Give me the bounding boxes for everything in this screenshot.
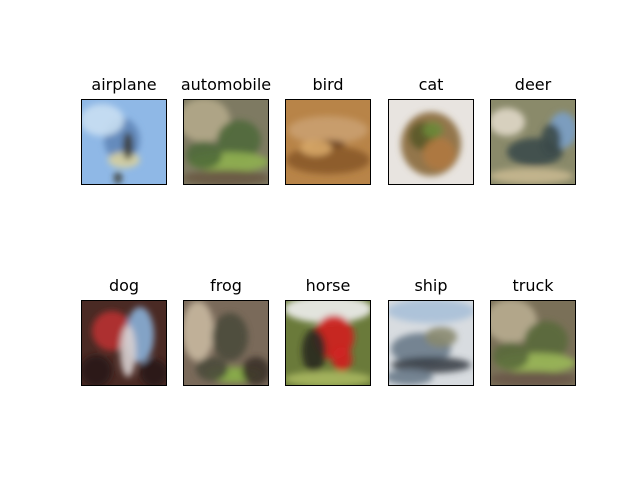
thumbnail-graphic xyxy=(491,301,575,385)
thumbnail-graphic xyxy=(286,100,370,184)
panel-image xyxy=(285,300,371,386)
thumbnail-graphic xyxy=(184,301,268,385)
thumbnail-graphic xyxy=(389,100,473,184)
panel-title: airplane xyxy=(91,75,157,94)
thumbnail-graphic xyxy=(491,100,575,184)
panel-image xyxy=(388,99,474,185)
thumbnail-graphic xyxy=(286,301,370,385)
panel-title: bird xyxy=(312,75,344,94)
thumbnail-graphic xyxy=(82,100,166,184)
panel-image xyxy=(285,99,371,185)
panel-title: truck xyxy=(512,276,554,295)
thumbnail-graphic xyxy=(82,301,166,385)
panel-title: deer xyxy=(514,75,552,94)
panel-title: horse xyxy=(305,276,351,295)
panel-image xyxy=(490,300,576,386)
panel-image xyxy=(388,300,474,386)
panel-image xyxy=(81,99,167,185)
thumbnail-graphic xyxy=(184,100,268,184)
panel-image xyxy=(81,300,167,386)
panel-title: cat xyxy=(418,75,444,94)
panel-title: automobile xyxy=(180,75,272,94)
panel-image xyxy=(490,99,576,185)
panel-title: ship xyxy=(414,276,448,295)
thumbnail-graphic xyxy=(389,301,473,385)
panel-image xyxy=(183,99,269,185)
panel-title: dog xyxy=(108,276,140,295)
panel-title: frog xyxy=(210,276,242,295)
panel-image xyxy=(183,300,269,386)
